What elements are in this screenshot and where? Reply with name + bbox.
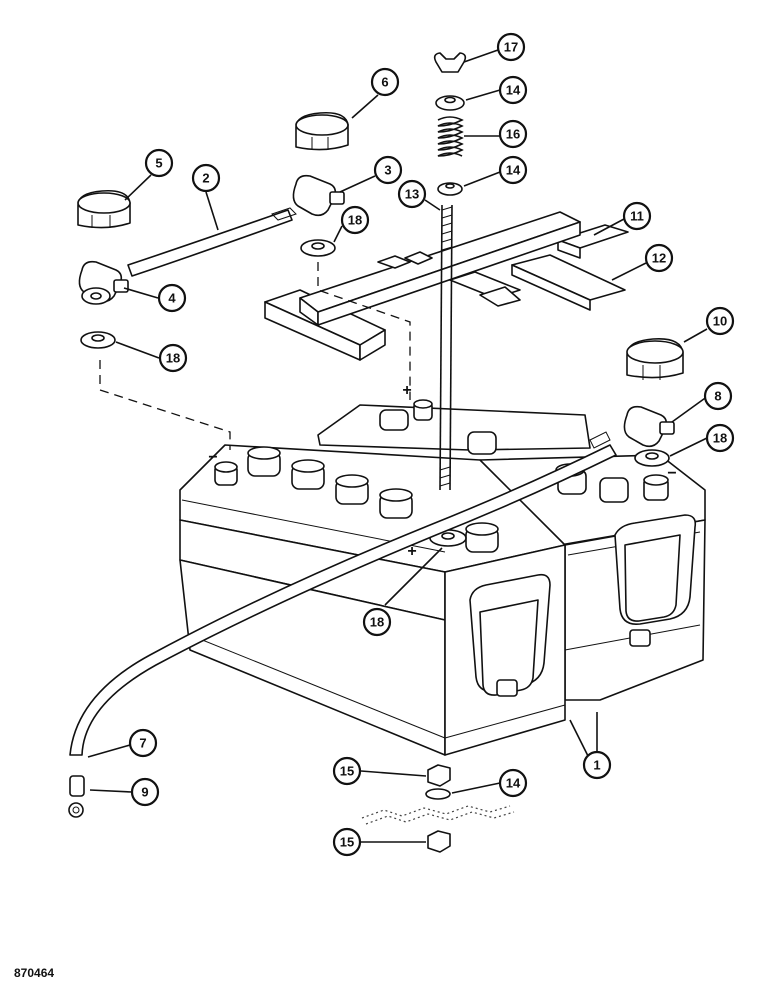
- callout-18-b: 18: [158, 343, 188, 373]
- callout-1: 1: [582, 750, 612, 780]
- callout-14-top: 14: [498, 75, 528, 105]
- callout-8: 8: [703, 381, 733, 411]
- callout-label: 12: [652, 251, 666, 266]
- negative-sign: −: [667, 465, 676, 482]
- callout-2: 2: [191, 163, 221, 193]
- callout-15-bottom: 15: [332, 827, 362, 857]
- callout-label: 18: [348, 213, 362, 228]
- callout-9: 9: [130, 777, 160, 807]
- callout-label: 16: [506, 127, 520, 142]
- callout-15-top: 15: [332, 756, 362, 786]
- callout-7: 7: [128, 728, 158, 758]
- callout-label: 18: [370, 615, 384, 630]
- callout-label: 1: [593, 758, 600, 773]
- callout-label: 5: [155, 156, 162, 171]
- callout-label: 15: [340, 835, 354, 850]
- callout-label: 15: [340, 764, 354, 779]
- callout-4: 4: [157, 283, 187, 313]
- callout-label: 11: [630, 209, 644, 224]
- rear-battery: [317, 399, 706, 701]
- front-battery: [179, 444, 566, 756]
- callout-16: 16: [498, 119, 528, 149]
- positive-sign: +: [407, 543, 416, 560]
- callout-17: 17: [496, 32, 526, 62]
- threaded-rod: [433, 52, 467, 491]
- callout-11: 11: [622, 201, 652, 231]
- callout-14-mid: 14: [498, 155, 528, 185]
- callout-label: 4: [168, 291, 176, 306]
- callout-label: 18: [166, 351, 180, 366]
- callout-label: 6: [381, 75, 388, 90]
- callout-5: 5: [144, 148, 174, 178]
- callout-10: 10: [705, 306, 735, 336]
- callout-label: 14: [506, 163, 521, 178]
- callout-label: 14: [506, 776, 521, 791]
- callout-label: 7: [139, 736, 146, 751]
- negative-sign: −: [208, 449, 217, 466]
- callout-18-a: 18: [340, 205, 370, 235]
- callout-label: 13: [405, 187, 419, 202]
- callout-3: 3: [373, 155, 403, 185]
- callout-12: 12: [644, 243, 674, 273]
- callout-18-d: 18: [362, 607, 392, 637]
- callout-14-bottom: 14: [498, 768, 528, 798]
- callout-6: 6: [370, 67, 400, 97]
- callout-13: 13: [397, 179, 427, 209]
- callout-label: 10: [713, 314, 727, 329]
- hold-down-frame: [264, 211, 629, 361]
- drawing-number: 870464: [14, 966, 55, 980]
- callout-label: 18: [713, 431, 727, 446]
- callout-label: 2: [202, 171, 209, 186]
- callout-label: 9: [141, 785, 148, 800]
- callout-label: 14: [506, 83, 521, 98]
- terminal-parts: [77, 111, 684, 853]
- callout-label: 17: [504, 40, 518, 55]
- callout-18-c: 18: [705, 423, 735, 453]
- positive-sign: +: [402, 382, 411, 399]
- cross-cable: [68, 431, 617, 818]
- leader-lines: [87, 49, 709, 843]
- callout-label: 8: [714, 389, 721, 404]
- callout-label: 3: [384, 163, 391, 178]
